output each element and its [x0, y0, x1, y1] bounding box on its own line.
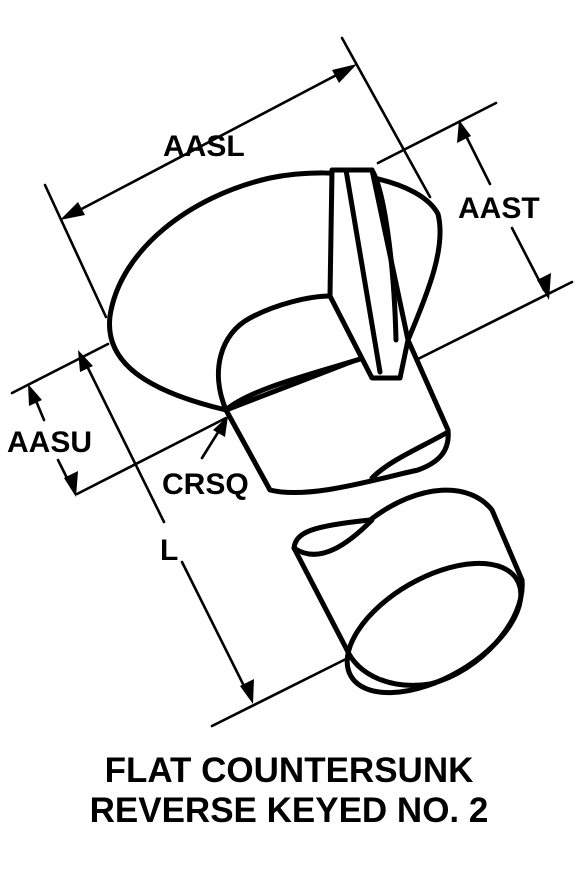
aasu-extension-top	[10, 342, 110, 395]
key-slot-edge	[369, 167, 399, 343]
aasu-arrowhead-bottom	[64, 471, 78, 497]
l-arrowhead-top	[78, 350, 93, 372]
l-extension-bottom	[210, 652, 358, 728]
label-aasu: AASU	[7, 426, 92, 459]
dimension-labels: AASL AAST AASU CRSQ L	[7, 130, 540, 567]
aast-arrowhead-bottom	[537, 273, 551, 300]
label-l: L	[160, 534, 178, 567]
aasl-dimension-line	[70, 68, 348, 216]
shank-end-face	[344, 560, 524, 696]
key-ridge	[343, 167, 383, 375]
fastener-body	[107, 167, 451, 496]
shank-lower	[291, 487, 525, 696]
aasu-extension-bottom	[75, 416, 228, 496]
aast-arrowhead-top	[457, 120, 471, 143]
label-crsq: CRSQ	[162, 468, 249, 501]
aasl-arrowhead-right	[332, 64, 357, 83]
shank-break-upper	[369, 429, 451, 481]
dimension-lines	[28, 64, 551, 704]
l-dimension-line-upper	[83, 360, 166, 524]
l-dimension-line-lower	[180, 560, 250, 696]
label-aast: AAST	[458, 192, 540, 225]
caption: FLAT COUNTERSUNK REVERSE KEYED NO. 2	[90, 751, 489, 830]
shank-break-lower	[291, 517, 375, 557]
aasl-extension-right	[340, 36, 432, 199]
aasu-arrowhead-top	[28, 384, 42, 406]
crsq-arrowhead	[213, 416, 228, 437]
aast-extension-bottom	[406, 280, 574, 366]
label-aasl: AASL	[163, 130, 245, 163]
aast-extension-top	[376, 101, 498, 165]
l-arrowhead-bottom	[240, 679, 254, 704]
caption-line-2: REVERSE KEYED NO. 2	[90, 791, 489, 830]
aasl-extension-left	[43, 183, 108, 319]
head-underside	[216, 293, 333, 413]
caption-line-1: FLAT COUNTERSUNK	[105, 751, 474, 790]
extension-lines	[10, 36, 574, 728]
aast-dimension-line-upper	[462, 130, 492, 186]
aasl-arrowhead-left	[60, 202, 85, 220]
